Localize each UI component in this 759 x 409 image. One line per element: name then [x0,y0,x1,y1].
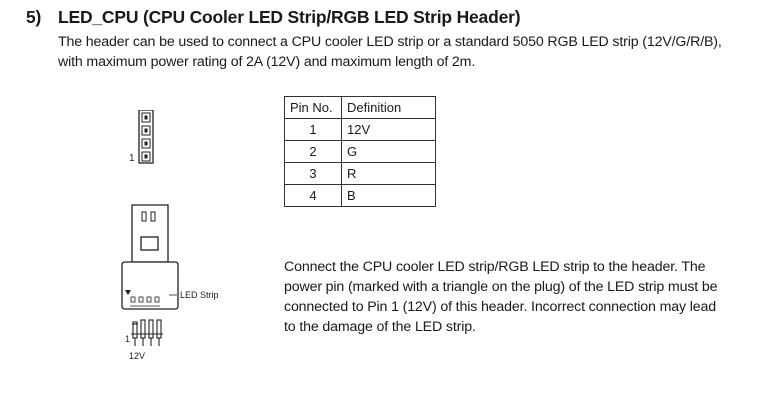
led-wires-icon [131,319,163,346]
section-number: 5) [26,7,42,27]
section-description: The header can be used to connect a CPU … [58,34,722,70]
pin-definition-cell: R [341,162,436,185]
led-strip-label: LED Strip [180,290,219,300]
pin-definition-cell: B [341,184,436,207]
table-row: 3 R [284,162,436,185]
table-row: 2 G [284,140,436,163]
plug-pin1-label: 1 [125,334,130,344]
header-pins-icon [138,110,154,164]
pin-definition-cell: 12V [341,118,436,141]
column-header-definition: Definition [341,96,436,119]
header-pin1-label: 1 [129,153,135,164]
section-title: 5) LED_CPU (CPU Cooler LED Strip/RGB LED … [26,7,521,28]
voltage-label: 12V [129,351,145,361]
pin-number-cell: 2 [284,140,342,163]
pin-number-cell: 3 [284,162,342,185]
section-title-text: LED_CPU (CPU Cooler LED Strip/RGB LED St… [58,7,521,27]
table-row: 4 B [284,184,436,207]
table-row: 1 12V [284,118,436,141]
led-plug-icon [121,204,179,310]
pin-definition-cell: G [341,140,436,163]
table-header-row: Pin No. Definition [284,96,436,119]
pin-number-cell: 1 [284,118,342,141]
led-header-diagram: 1 LED Strip 1 12V [121,110,219,361]
column-header-pin-no: Pin No. [284,96,342,119]
connection-note: Connect the CPU cooler LED strip/RGB LED… [284,259,718,335]
pin-definition-table: Pin No. Definition 1 12V 2 G 3 R 4 B [284,96,436,207]
pin-number-cell: 4 [284,184,342,207]
